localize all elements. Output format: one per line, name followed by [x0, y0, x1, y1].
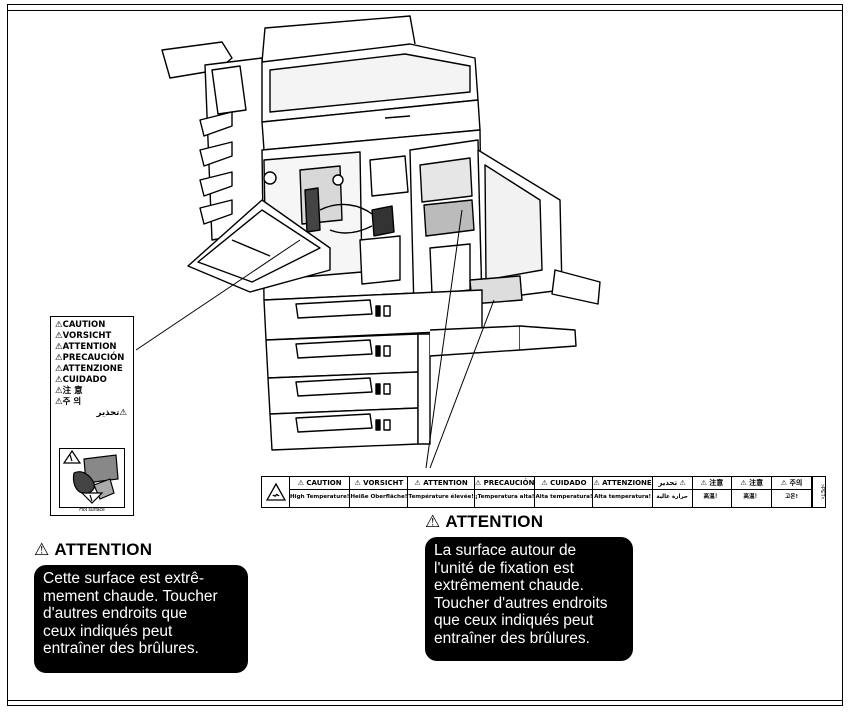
hot-surface-pictogram [59, 448, 125, 508]
top-rule [7, 10, 843, 11]
fusing-section [409, 139, 601, 311]
hot-surface-icon [262, 477, 290, 507]
warning-right-title: ⚠ ATTENTION [425, 512, 544, 531]
label-line: ⚠PRECAUCIÓN [55, 353, 125, 363]
label-line: ⚠ATTENZIONE [55, 364, 123, 374]
vertical-warning-label: ⚠CAUTION ⚠VORSICHT ⚠ATTENTION ⚠PRECAUCIÓ… [50, 316, 134, 516]
label-line: تحذير⚠ [96, 408, 127, 418]
warning-triangle-icon: ⚠ [425, 512, 446, 531]
warning-left-title: ⚠ ATTENTION [34, 540, 153, 559]
label-line: ⚠CUIDADO [55, 375, 107, 385]
leader-lines [135, 209, 495, 469]
warning-triangle-icon: ⚠ [34, 540, 55, 559]
label-side-code: >PET< [812, 477, 825, 507]
label-line: ⚠CAUTION [55, 320, 106, 330]
warning-right-box: La surface autour de l'unité de fixation… [425, 537, 633, 661]
label-line: ⚠ATTENTION [55, 342, 117, 352]
label-cell: تحذير ⚠حرارة عالية [652, 477, 693, 507]
paper-drawers [263, 289, 577, 451]
label-ref: Hot surface [79, 507, 105, 513]
label-line: ⚠주 의 [55, 397, 82, 407]
label-line: ⚠注 意 [55, 386, 83, 396]
scanner-unit [261, 15, 481, 151]
label-line: ⚠VORSICHT [55, 331, 112, 341]
label-cell: ⚠ 注意高温！ [732, 477, 773, 507]
label-cell: ⚠ 注意高温！ [692, 477, 733, 507]
warning-left-box: Cette surface est extrê- mement chaude. … [34, 565, 248, 673]
bottom-rule [7, 700, 843, 701]
label-cell: ⚠ PRECAUCIÓN¡Temperatura alta! [474, 477, 536, 507]
front-door [187, 199, 331, 293]
